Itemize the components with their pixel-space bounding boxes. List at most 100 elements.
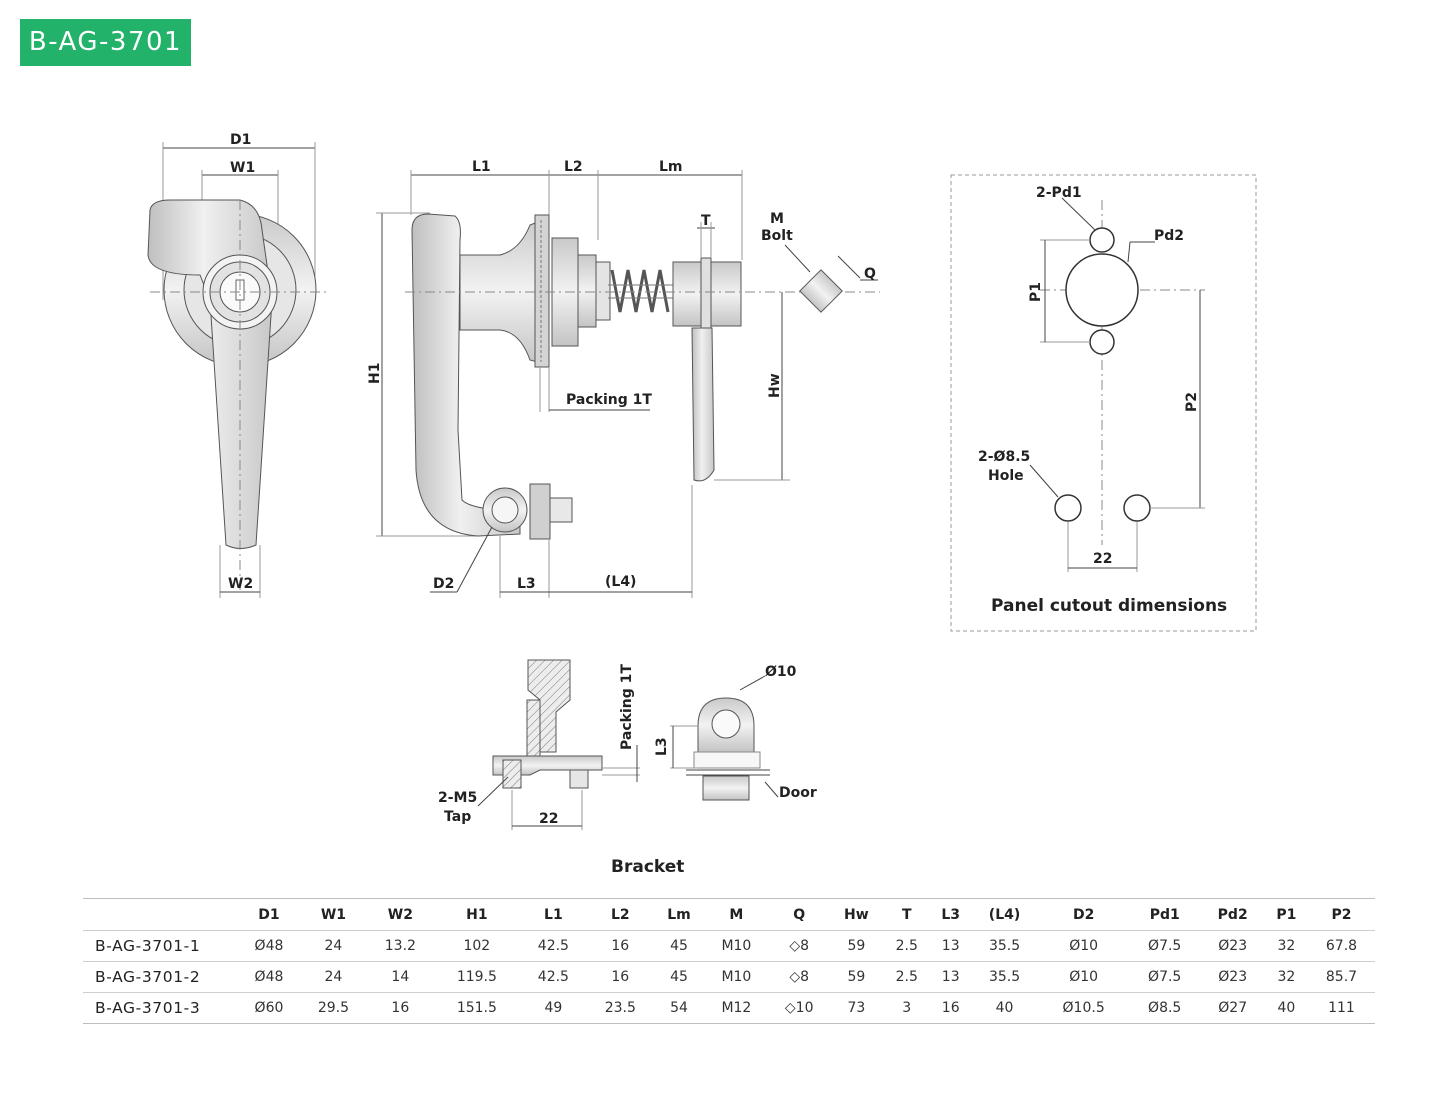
label-l1: L1 <box>472 159 491 175</box>
table-cell: 40 <box>970 992 1039 1024</box>
table-cell: 14 <box>366 961 434 993</box>
table-row: B-AG-3701-1 Ø48 24 13.2 102 42.5 16 45 M… <box>83 930 1375 962</box>
bracket-title: Bracket <box>611 857 684 877</box>
label-bracket-spacing: 22 <box>539 811 558 827</box>
label-p1: P1 <box>1028 282 1044 302</box>
label-bracket-l3: L3 <box>654 737 670 756</box>
table-cell: 23.5 <box>586 992 654 1024</box>
table-cell: Ø48 <box>238 961 300 993</box>
label-w2: W2 <box>228 576 253 592</box>
table-cell: 2.5 <box>882 930 931 962</box>
model-cell: B-AG-3701-2 <box>83 961 238 993</box>
table-cell: 35.5 <box>970 961 1039 993</box>
col-header <box>83 898 238 931</box>
table-cell: ◇8 <box>768 930 830 962</box>
label-door: Door <box>779 785 817 801</box>
col-header: (L4) <box>970 898 1039 931</box>
table-cell: 24 <box>299 930 367 962</box>
col-header: P2 <box>1307 898 1375 931</box>
label-l2: L2 <box>564 159 583 175</box>
table-cell: 111 <box>1307 992 1375 1024</box>
col-header: Hw <box>829 898 883 931</box>
table-cell: 40 <box>1264 992 1308 1024</box>
table-cell: Ø10 <box>1038 961 1129 993</box>
table-cell: Ø10.5 <box>1038 992 1129 1024</box>
table-cell: 45 <box>653 961 705 993</box>
table-cell: 13 <box>930 961 971 993</box>
table-cell: 13.2 <box>366 930 434 962</box>
table-cell: 67.8 <box>1307 930 1375 962</box>
spec-table: D1 W1 W2 H1 L1 L2 Lm M Q Hw T L3 (L4) D2… <box>83 898 1375 1024</box>
label-hole: 2-Ø8.5 <box>978 449 1030 465</box>
table-cell: 49 <box>519 992 587 1024</box>
label-l3: L3 <box>517 576 536 592</box>
table-cell: Ø23 <box>1200 961 1265 993</box>
label-packing: Packing 1T <box>566 392 652 408</box>
table-cell: Ø23 <box>1200 930 1265 962</box>
label-tap: 2-M5 <box>438 790 477 806</box>
label-q: Q <box>864 266 876 282</box>
table-cell: 29.5 <box>299 992 367 1024</box>
model-cell: B-AG-3701-3 <box>83 992 238 1024</box>
col-header: Lm <box>653 898 705 931</box>
label-p2: P2 <box>1184 392 1200 412</box>
col-header: Pd2 <box>1200 898 1265 931</box>
col-header: H1 <box>433 898 520 931</box>
label-pd2: Pd2 <box>1154 228 1184 244</box>
col-header: L3 <box>930 898 971 931</box>
table-cell: ◇10 <box>768 992 830 1024</box>
table-cell: 119.5 <box>433 961 520 993</box>
table-cell: 42.5 <box>519 961 587 993</box>
table-cell: ◇8 <box>768 961 830 993</box>
table-row: B-AG-3701-2 Ø48 24 14 119.5 42.5 16 45 M… <box>83 961 1375 993</box>
table-cell: 32 <box>1264 930 1308 962</box>
label-d2: D2 <box>433 576 454 592</box>
panel-cutout <box>950 174 1257 632</box>
side-view <box>376 170 880 598</box>
col-header: W2 <box>366 898 434 931</box>
label-h1: H1 <box>367 363 383 384</box>
col-header: M <box>704 898 769 931</box>
table-cell: 102 <box>433 930 520 962</box>
col-header: L1 <box>519 898 587 931</box>
label-m: M <box>770 211 784 227</box>
table-cell: 16 <box>366 992 434 1024</box>
table-cell: 2.5 <box>882 961 931 993</box>
table-cell: 45 <box>653 930 705 962</box>
table-cell: Ø27 <box>1200 992 1265 1024</box>
col-header: P1 <box>1264 898 1308 931</box>
table-cell: M10 <box>704 930 769 962</box>
label-lm: Lm <box>659 159 683 175</box>
col-header: T <box>882 898 931 931</box>
table-cell: Ø7.5 <box>1128 930 1201 962</box>
model-badge: B-AG-3701 <box>20 19 191 66</box>
col-header: W1 <box>299 898 367 931</box>
label-hw: Hw <box>767 373 783 398</box>
table-cell: 3 <box>882 992 931 1024</box>
label-cutout-spacing: 22 <box>1093 551 1112 567</box>
front-view <box>147 142 330 598</box>
table-cell: 85.7 <box>1307 961 1375 993</box>
table-cell: Ø48 <box>238 930 300 962</box>
label-bolt: Bolt <box>761 228 793 244</box>
table-cell: 151.5 <box>433 992 520 1024</box>
col-header: Pd1 <box>1128 898 1201 931</box>
col-header: D1 <box>238 898 300 931</box>
table-cell: 16 <box>586 930 654 962</box>
table-cell: Ø60 <box>238 992 300 1024</box>
table-cell: Ø8.5 <box>1128 992 1201 1024</box>
model-cell: B-AG-3701-1 <box>83 930 238 962</box>
table-cell: 35.5 <box>970 930 1039 962</box>
table-cell: 16 <box>930 992 971 1024</box>
label-d10: Ø10 <box>765 664 797 680</box>
table-cell: M10 <box>704 961 769 993</box>
label-w1: W1 <box>230 160 255 176</box>
col-header: Q <box>768 898 830 931</box>
label-bracket-packing: Packing 1T <box>619 664 635 750</box>
table-cell: 24 <box>299 961 367 993</box>
table-cell: 13 <box>930 930 971 962</box>
table-cell: 54 <box>653 992 705 1024</box>
label-l4: (L4) <box>605 574 636 590</box>
label-tap2: Tap <box>444 809 471 825</box>
bracket-view <box>477 659 779 830</box>
